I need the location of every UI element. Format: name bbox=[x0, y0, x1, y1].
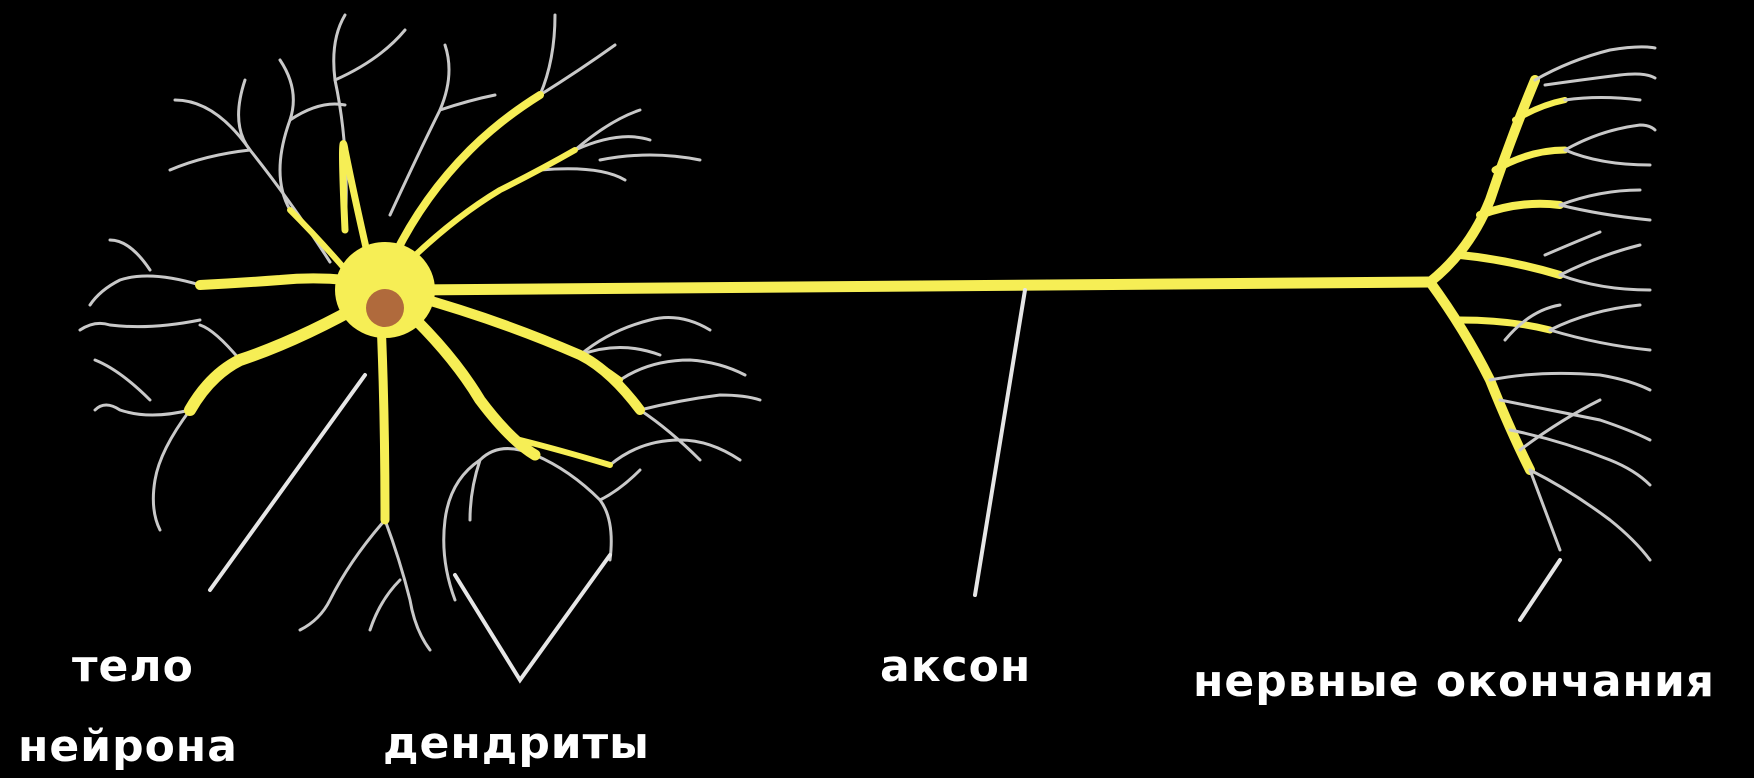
label-axon: аксон bbox=[880, 645, 1031, 689]
label-dendrites: дендриты bbox=[383, 722, 650, 766]
label-nerve-endings: нервные окончания bbox=[1193, 660, 1715, 704]
label-cell-body-line1: тело bbox=[72, 645, 194, 689]
nucleus bbox=[366, 289, 404, 327]
label-cell-body-line2: нейрона bbox=[18, 725, 238, 769]
